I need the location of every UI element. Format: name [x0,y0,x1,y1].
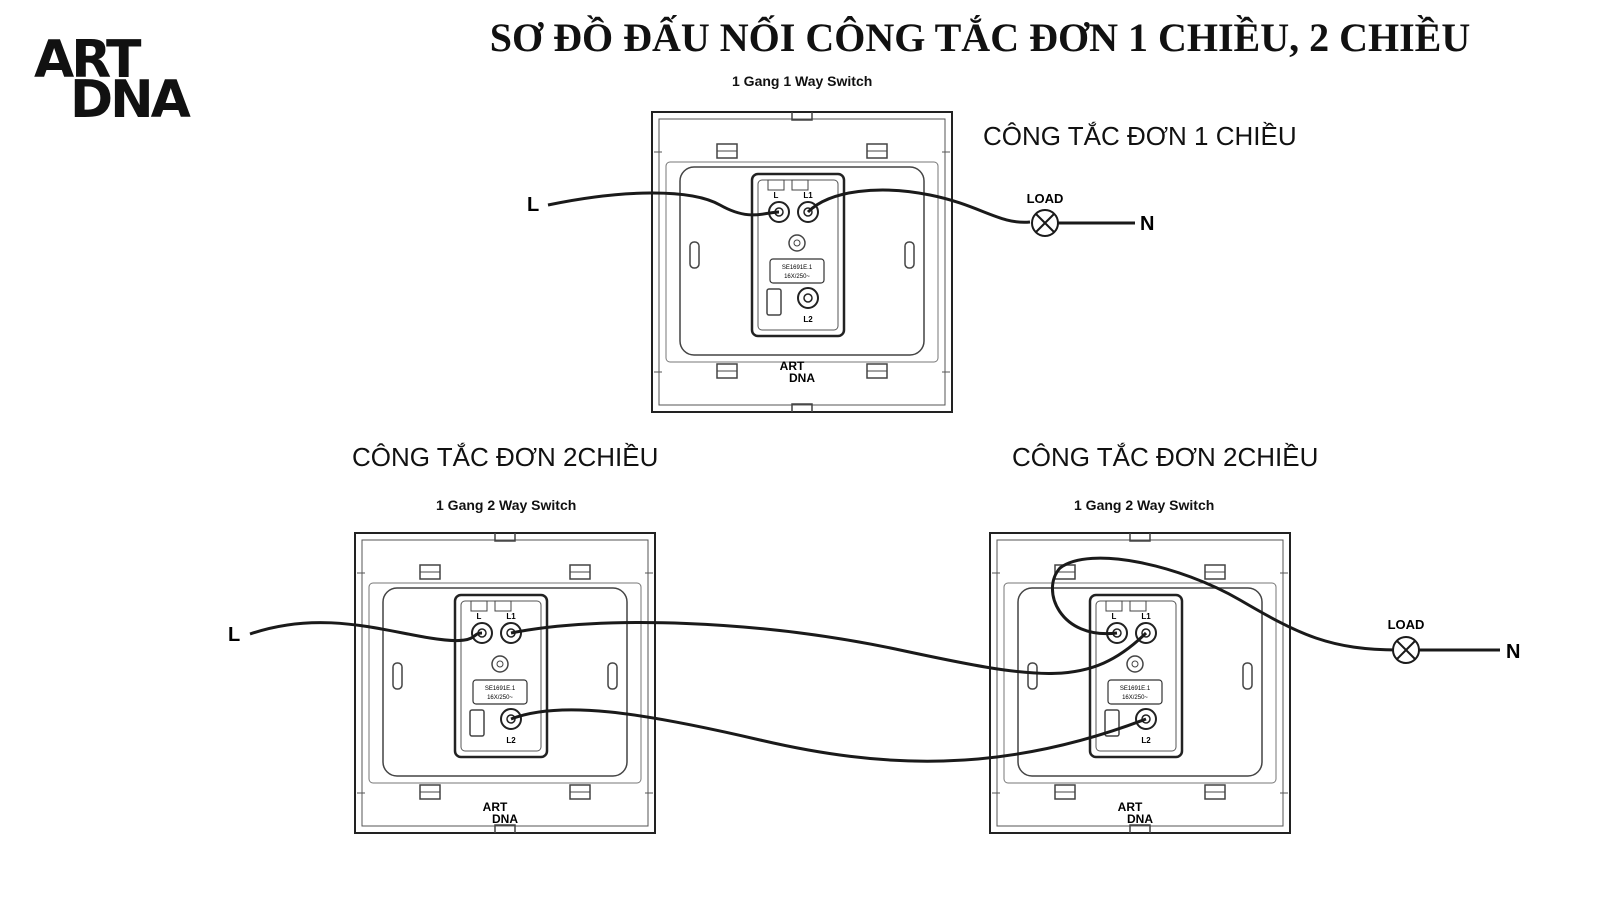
top-load-lamp-icon [1031,209,1059,237]
traveler-wire-l2 [510,708,1147,763]
plate-logo-line1: ART [780,359,805,373]
brand-logo: ART DNA [34,34,194,134]
plate-logo-line2: DNA [1127,812,1153,826]
top-line-wire [547,191,780,217]
bottom-left-switch-model-label: 1 Gang 2 Way Switch [436,497,577,513]
plate-logo-line1: ART [483,800,508,814]
top-load-label: LOAD [1027,191,1064,206]
bottom-right-switch-caption: CÔNG TẮC ĐƠN 2CHIỀU [1012,442,1319,472]
terminal-label-l2: L2 [1141,736,1151,745]
bottom-right-switch-model-label: 1 Gang 2 Way Switch [1074,497,1215,513]
plate-rating-text: 16X/250~ [487,695,513,701]
bottom-left-switch-caption: CÔNG TẮC ĐƠN 2CHIỀU [352,442,659,472]
bottom-line-wire [249,621,483,643]
terminal-label-l: L [477,612,482,621]
top-load-wire [806,188,1031,224]
plate-rating-text: 16X/250~ [1122,695,1148,701]
plate-standard-text: SE1691E.1 [1120,686,1151,692]
terminal-label-l2: L2 [506,736,516,745]
bottom-right-switch-plate: L L1 L2 SE1691E.1 16X/250~ ART DNA [988,531,1292,835]
page-title: SƠ ĐỒ ĐẤU NỐI CÔNG TẮC ĐƠN 1 CHIỀU, 2 CH… [489,15,1471,60]
bottom-line-label: L [228,624,240,646]
top-switch-model-label: 1 Gang 1 Way Switch [732,73,873,89]
top-line-label: L [527,194,539,216]
bottom-neutral-label: N [1506,641,1520,663]
plate-logo-line2: DNA [492,812,518,826]
plate-standard-text: SE1691E.1 [485,686,516,692]
plate-logo-line2: DNA [789,371,815,385]
top-neutral-label: N [1140,213,1154,235]
top-switch-plate: L L1 L2 SE1691E.1 16X/250~ ART DNA [650,110,954,414]
plate-rating-text: 16X/250~ [784,274,810,280]
terminal-label-l: L [774,191,779,200]
bottom-left-switch-plate: L L1 L2 SE1691E.1 16X/250~ ART DNA [353,531,657,835]
terminal-label-l1: L1 [1141,612,1151,621]
top-switch-caption: CÔNG TẮC ĐƠN 1 CHIỀU [983,121,1297,151]
brand-logo-line2: DNA [70,70,191,130]
plate-logo-line1: ART [1118,800,1143,814]
bottom-load-lamp-icon [1392,636,1420,664]
terminal-label-l1: L1 [506,612,516,621]
plate-standard-text: SE1691E.1 [782,265,813,271]
terminal-label-l2: L2 [803,315,813,324]
bottom-load-label: LOAD [1388,617,1425,632]
terminal-label-l: L [1112,612,1117,621]
brand-logo-line1: ART [34,30,141,90]
common-to-load-wire [1050,556,1401,652]
traveler-wire-l1 [510,621,1148,675]
terminal-label-l1: L1 [803,191,813,200]
